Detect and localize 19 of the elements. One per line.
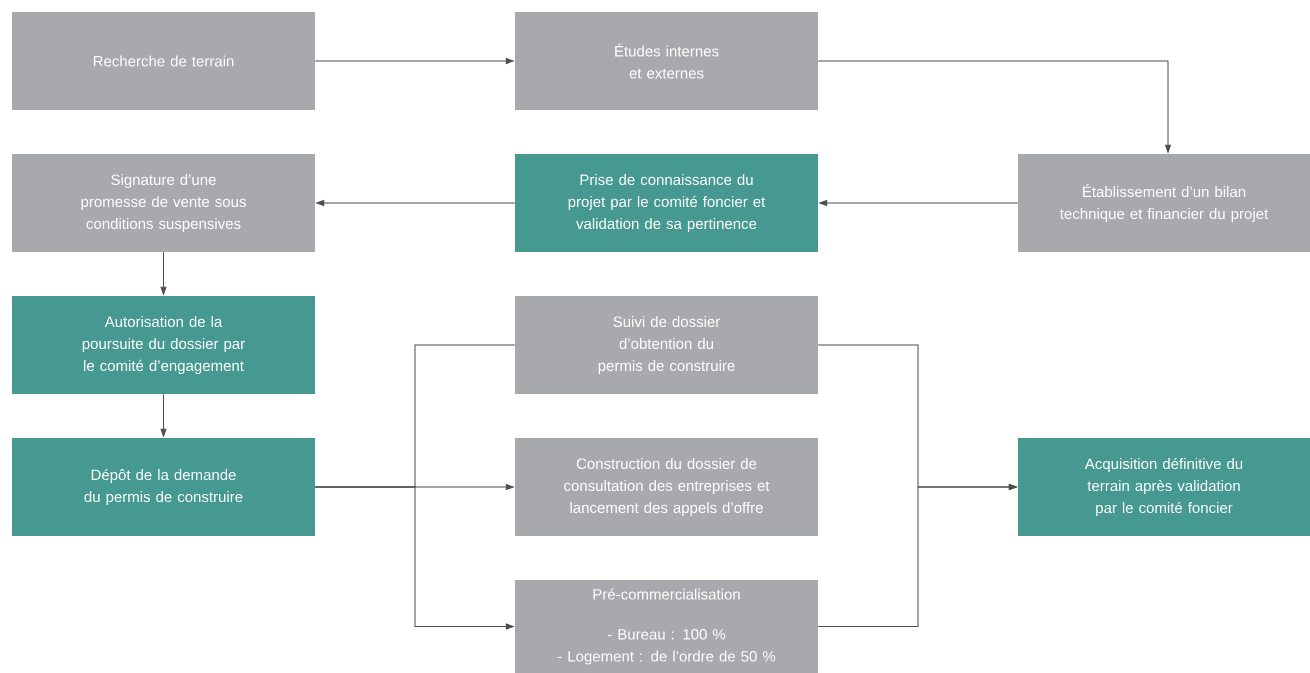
process-box: Pré-commercialisation - Bureau : 100 % - Logement : de l’ordre de 50 %: [515, 580, 818, 673]
arrow: [316, 200, 516, 206]
process-box: Recherche de terrain: [12, 12, 315, 110]
process-box: Prise de connaissance du projet par le comité foncier et validation de sa pertinence: [515, 154, 818, 252]
process-box: Études internes et externes: [515, 12, 818, 110]
arrow: [817, 484, 1017, 627]
process-box: Acquisition définitive du terrain après validation par le comité foncier: [1018, 438, 1310, 536]
process-box: Construction du dossier de consultation des entreprises et lancement des appels d’offre: [515, 438, 818, 536]
arrow: [160, 393, 167, 437]
arrow: [819, 200, 1019, 206]
process-box: Suivi de dossier d’obtention du permis de construire: [515, 296, 818, 394]
process-box: Établissement d’un bilan technique et financier du projet: [1018, 154, 1310, 252]
arrow: [160, 251, 167, 295]
process-box: Signature d’une promesse de vente sous conditions suspensives: [12, 154, 315, 252]
arrow: [817, 60, 1171, 153]
arrow: [314, 486, 514, 630]
process-box: Dépôt de la demande du permis de construire: [12, 438, 315, 536]
arrow: [314, 58, 514, 64]
process-box: Autorisation de la poursuite du dossier par le comité d’engagement: [12, 296, 315, 394]
